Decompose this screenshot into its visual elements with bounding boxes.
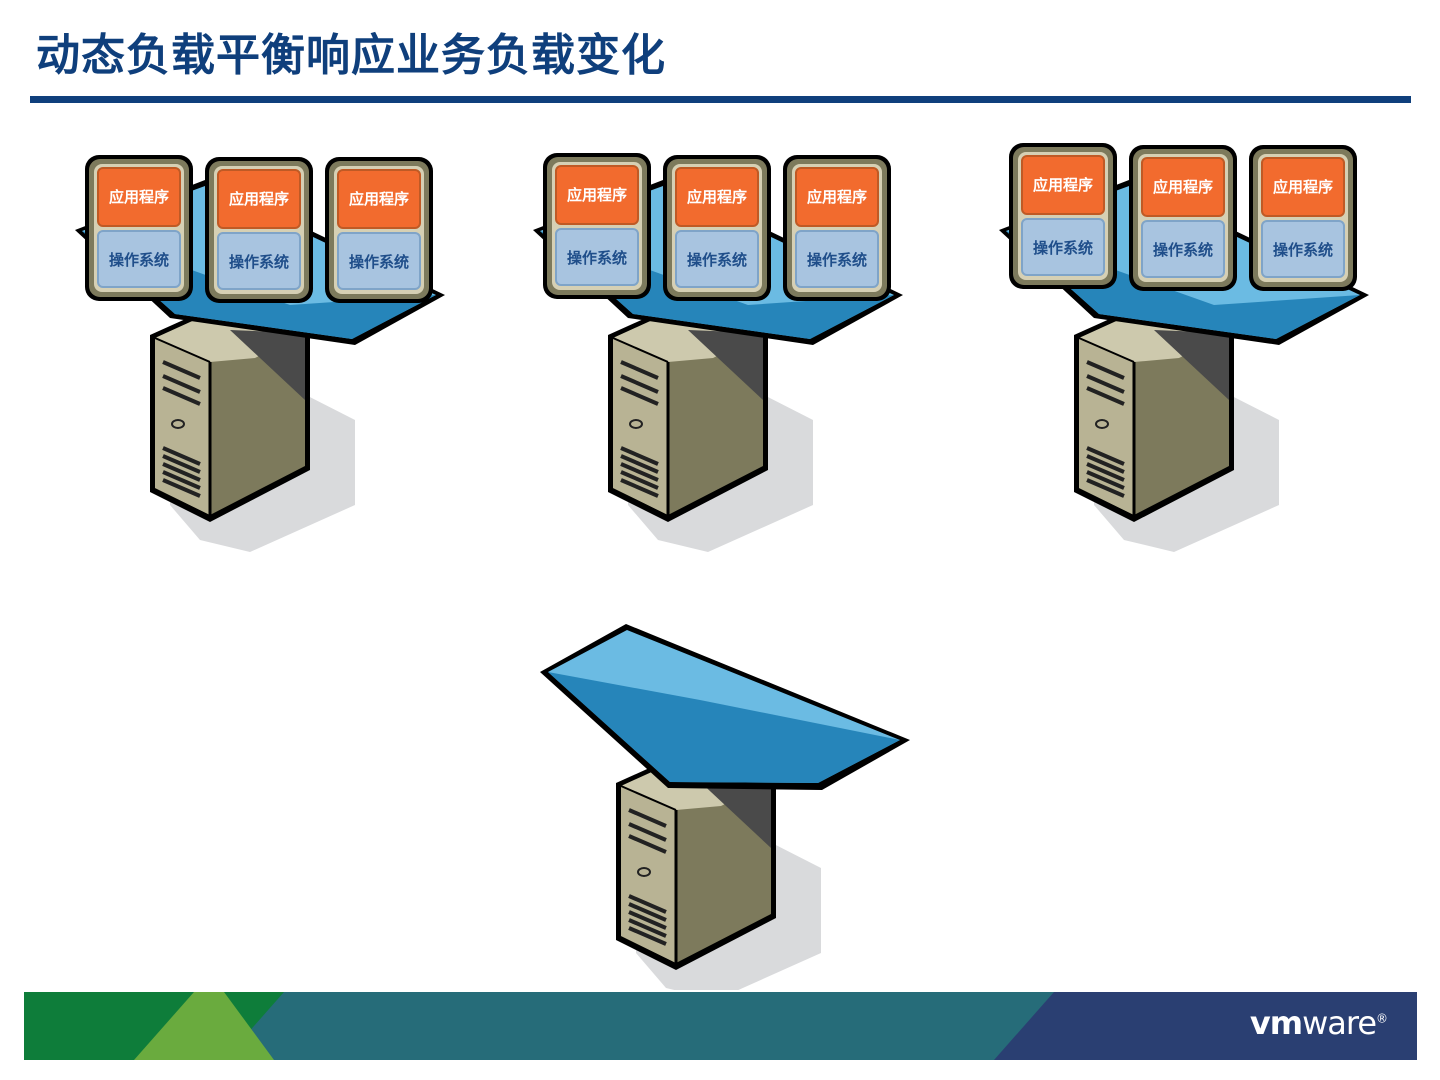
vm-1-2: 应用程序 操作系统	[205, 157, 313, 303]
server-2-icon	[608, 308, 813, 552]
vm-os-label: 操作系统	[1033, 239, 1093, 257]
vm-os-label: 操作系统	[1153, 241, 1213, 259]
vm-2-3: 应用程序 操作系统	[783, 155, 891, 301]
server-1-icon	[150, 308, 355, 552]
vmware-logo: vmware®	[1250, 1004, 1387, 1042]
vm-2-1: 应用程序 操作系统	[543, 153, 651, 299]
vm-app-label: 应用程序	[349, 190, 409, 208]
server-3-icon	[1074, 308, 1279, 552]
hypervisor-platform-4	[540, 624, 910, 790]
vm-1-3: 应用程序 操作系统	[325, 157, 433, 303]
vm-os-label: 操作系统	[109, 251, 169, 269]
vm-os-label: 操作系统	[229, 253, 289, 271]
vm-2-2: 应用程序 操作系统	[663, 155, 771, 301]
vm-app-label: 应用程序	[1033, 176, 1093, 194]
vm-app-label: 应用程序	[567, 186, 627, 204]
vm-os-label: 操作系统	[687, 251, 747, 269]
host-1: 应用程序 操作系统 应用程序 操作系统 应用程序 操作系统	[75, 155, 445, 552]
vm-app-label: 应用程序	[1273, 178, 1333, 196]
vm-3-1: 应用程序 操作系统	[1009, 143, 1117, 289]
vm-os-label: 操作系统	[567, 249, 627, 267]
vm-3-2: 应用程序 操作系统	[1129, 145, 1237, 291]
vm-app-label: 应用程序	[687, 188, 747, 206]
vm-os-label: 操作系统	[807, 251, 867, 269]
vm-app-label: 应用程序	[229, 190, 289, 208]
host-2: 应用程序 操作系统 应用程序 操作系统 应用程序 操作系统	[533, 153, 903, 552]
host-3: 应用程序 操作系统 应用程序 操作系统 应用程序 操作系统	[999, 143, 1369, 552]
vm-app-label: 应用程序	[1153, 178, 1213, 196]
vm-app-label: 应用程序	[807, 188, 867, 206]
host-4	[616, 756, 821, 990]
vm-3-3: 应用程序 操作系统	[1249, 145, 1357, 291]
vm-os-label: 操作系统	[349, 253, 409, 271]
vm-os-label: 操作系统	[1273, 241, 1333, 259]
server-4-icon	[616, 756, 821, 990]
vm-app-label: 应用程序	[109, 188, 169, 206]
load-balance-diagram: 应用程序 操作系统 应用程序 操作系统 应用程序 操作系统 应用程序 操作系统 …	[0, 0, 1440, 990]
footer-banner: vmware®	[24, 992, 1417, 1060]
footer-graphic	[24, 992, 1417, 1060]
vm-1-1: 应用程序 操作系统	[85, 155, 193, 301]
